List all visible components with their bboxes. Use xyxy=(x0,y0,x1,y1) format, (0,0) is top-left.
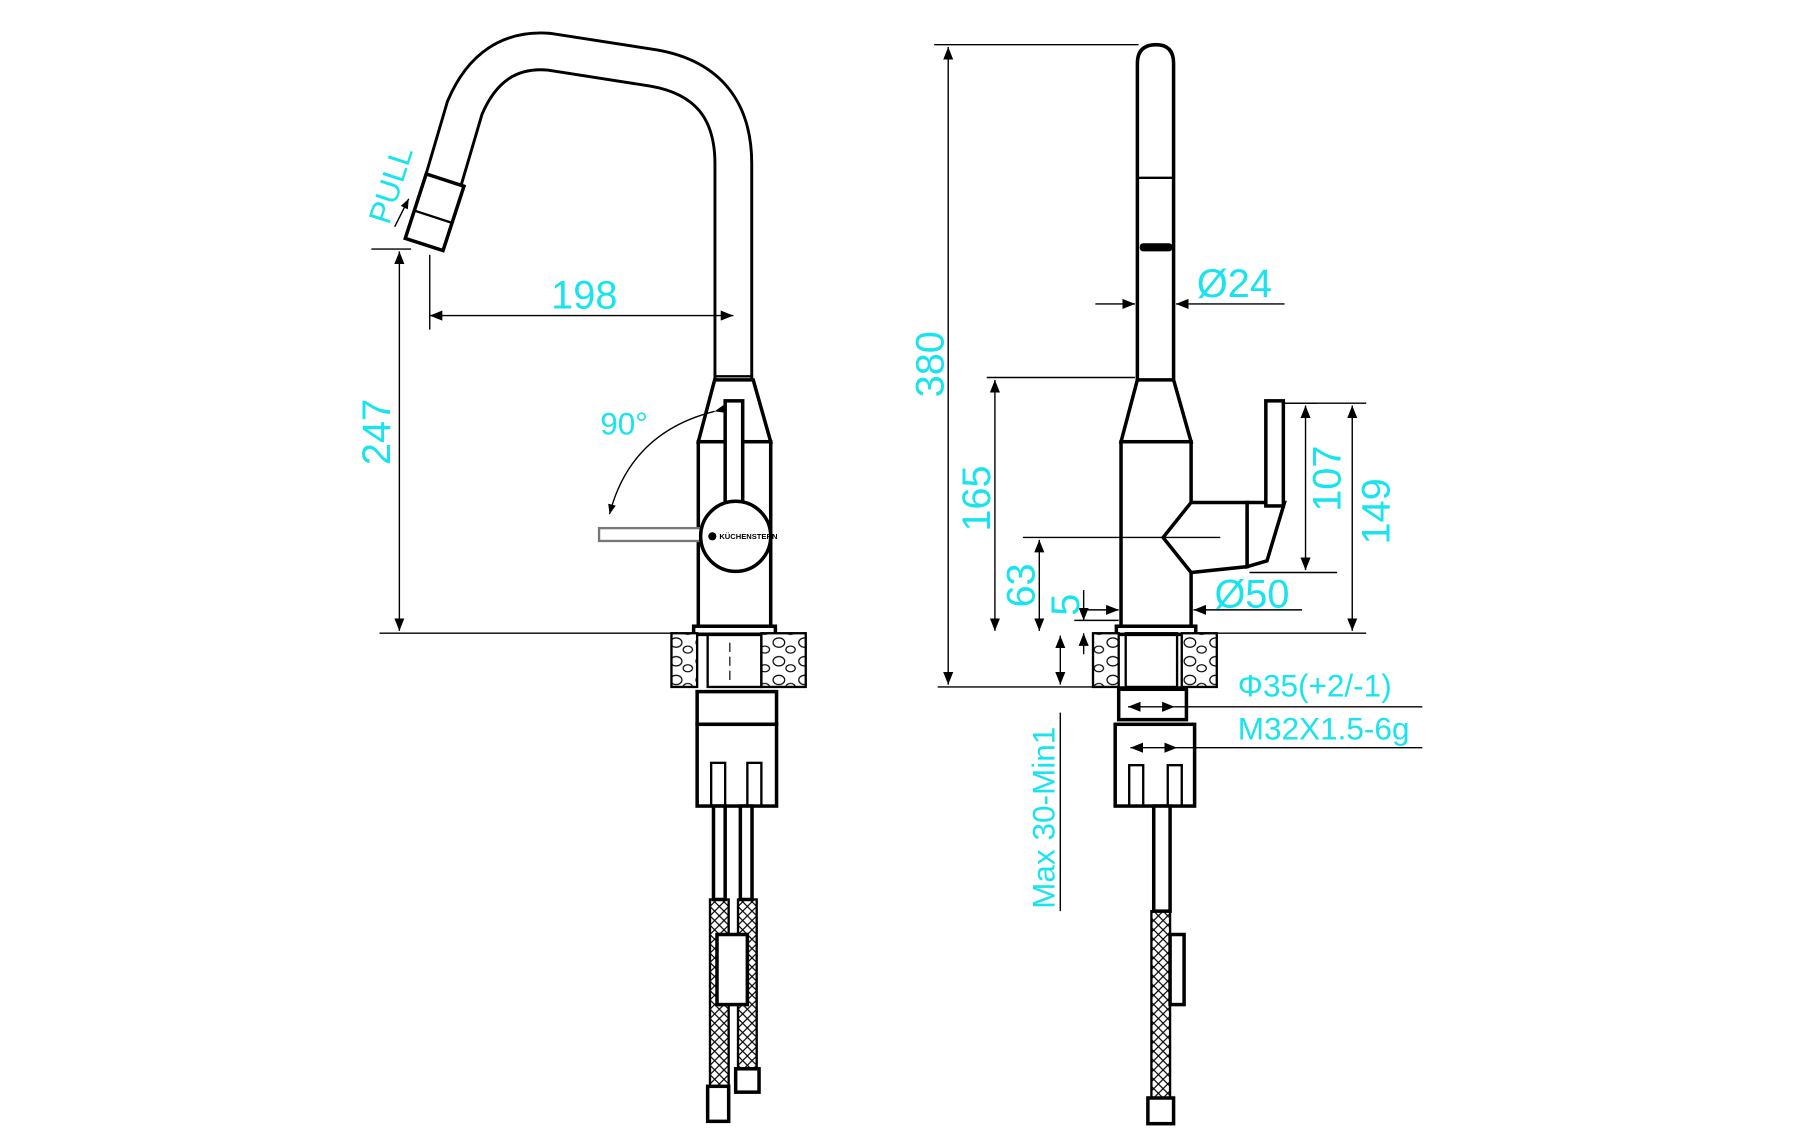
mounting-nut xyxy=(695,689,779,727)
lever-top-height-label: 149 xyxy=(1355,478,1399,544)
supply-hose xyxy=(1146,804,1186,1126)
spout-height-label: 247 xyxy=(355,399,399,465)
side-view: PULL KÜCHENSTERN 90° xyxy=(355,31,807,1124)
hole-diameter-label: Φ35(+2/-1) xyxy=(1238,667,1392,703)
angle-label: 90° xyxy=(600,406,648,442)
handle-axis-height-label: 63 xyxy=(1000,563,1044,607)
spout-diameter-label: Ø24 xyxy=(1197,262,1272,306)
lever-length-label: 107 xyxy=(1306,446,1350,512)
spout-reach-label: 198 xyxy=(551,274,617,318)
body-diameter-label: Ø50 xyxy=(1214,573,1289,617)
total-height-label: 380 xyxy=(909,331,953,397)
spout xyxy=(422,31,754,383)
lever-rotated xyxy=(597,526,702,543)
rotation-arrow xyxy=(608,405,726,515)
front-view: 380 165 63 5 Max 30-Min1 Ø24 Ø50 107 149… xyxy=(909,42,1423,1126)
pull-out-nozzle xyxy=(403,171,467,253)
counter-thickness-label: Max 30-Min1 xyxy=(1025,727,1061,909)
base-ring-height-label: 5 xyxy=(1044,594,1088,616)
handle-dial xyxy=(698,499,773,574)
body-height-label: 165 xyxy=(955,465,999,531)
thread-label: M32X1.5-6g xyxy=(1238,710,1410,746)
svg-text:KÜCHENSTERN: KÜCHENSTERN xyxy=(719,532,777,541)
spout-tube xyxy=(1135,42,1176,380)
supply-hoses xyxy=(705,804,761,1124)
mounting-bracket xyxy=(695,722,779,808)
logo: KÜCHENSTERN xyxy=(708,532,777,541)
